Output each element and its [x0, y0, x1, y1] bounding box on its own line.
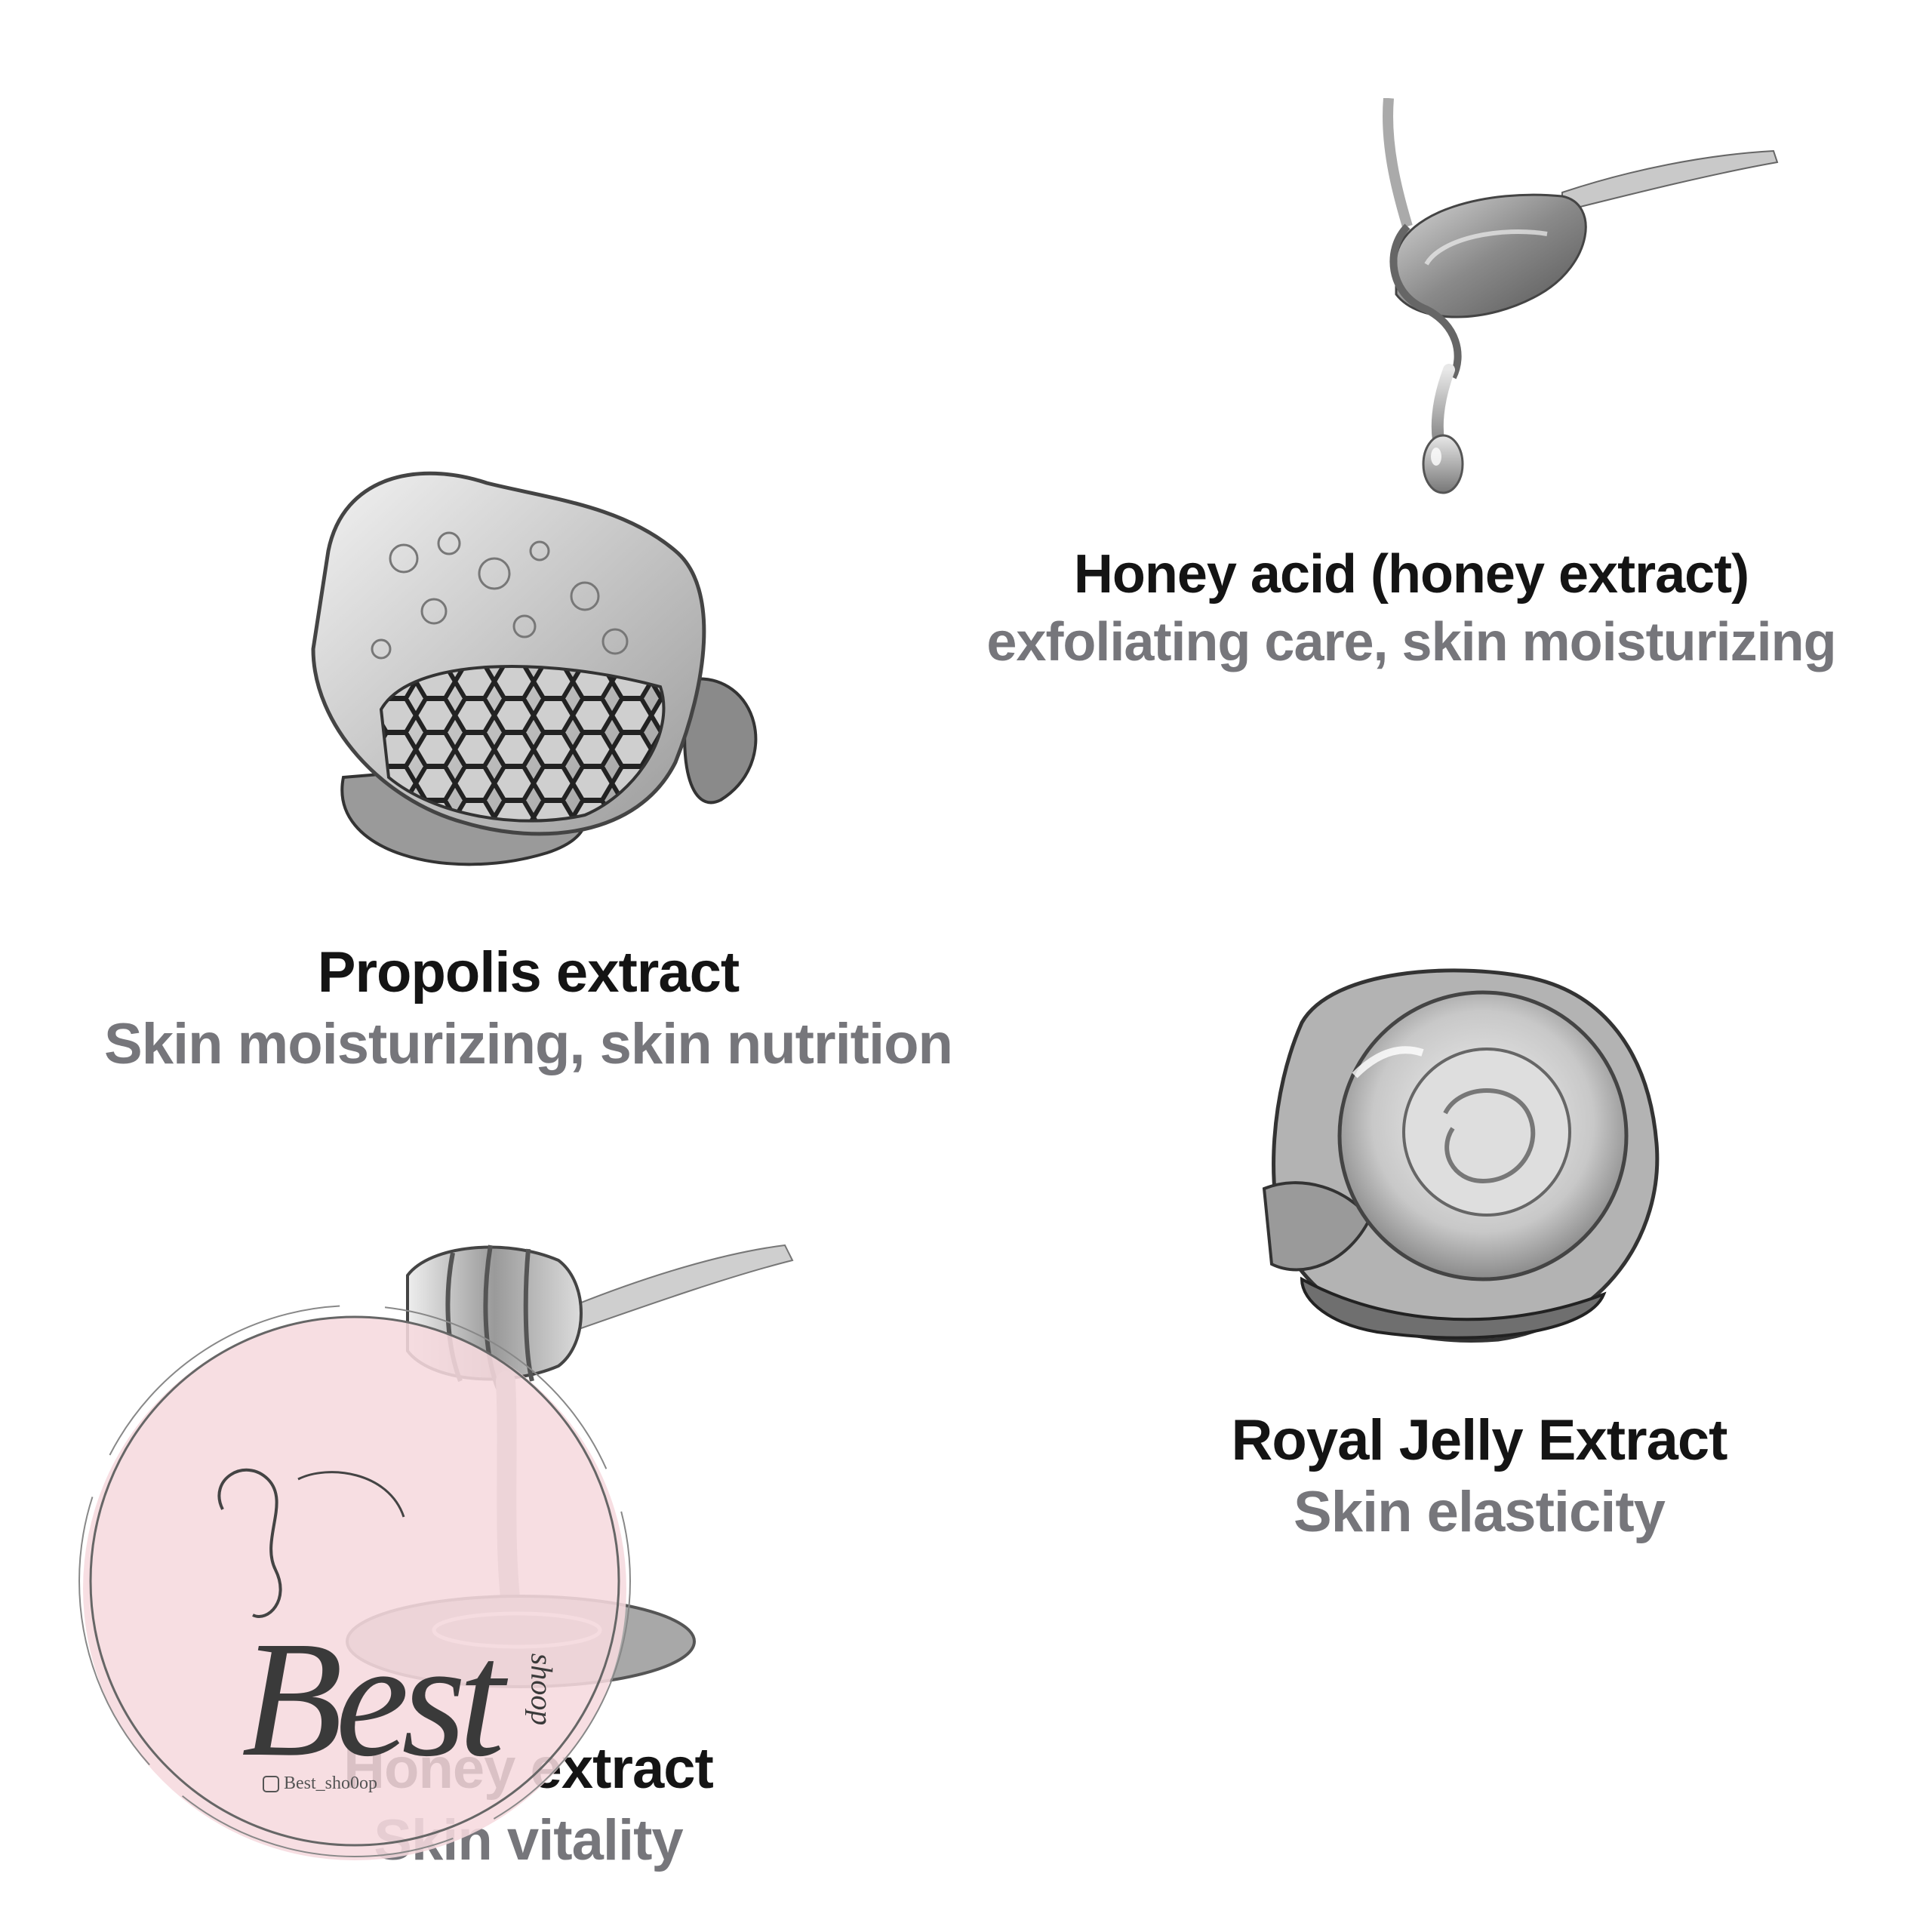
watermark-circle — [83, 1317, 626, 1860]
royal-jelly-subtitle: Skin elasticity — [1294, 1480, 1666, 1544]
watermark-handle-row: Best_sho0op — [263, 1774, 377, 1794]
instagram-icon — [263, 1776, 279, 1793]
honey-acid-caption: Honey acid (honey extract) exfoliating c… — [906, 543, 1917, 673]
watermark-ring — [78, 1305, 631, 1857]
honey-acid-title: Honey acid (honey extract) — [1073, 544, 1749, 605]
honeycomb-icon — [311, 471, 758, 866]
propolis-caption: Propolis extract Skin moisturizing, skin… — [30, 940, 1026, 1077]
honey-spoon-icon — [1383, 98, 1779, 494]
watermark-handle: Best_sho0op — [284, 1774, 378, 1793]
royal-jelly-title: Royal Jelly Extract — [1231, 1408, 1728, 1472]
watermark-logo: Best shoop Best_sho0op — [78, 1305, 631, 1860]
watermark-script: shoop — [525, 1653, 559, 1726]
propolis-title: Propolis extract — [317, 940, 740, 1004]
watermark-brand: Best — [242, 1607, 505, 1791]
royal-jelly-cell-icon — [1262, 968, 1660, 1343]
propolis-subtitle: Skin moisturizing, skin nutrition — [104, 1012, 953, 1076]
royal-jelly-caption: Royal Jelly Extract Skin elasticity — [981, 1407, 1932, 1545]
honey-acid-subtitle: exfoliating care, skin moisturizing — [986, 612, 1836, 672]
